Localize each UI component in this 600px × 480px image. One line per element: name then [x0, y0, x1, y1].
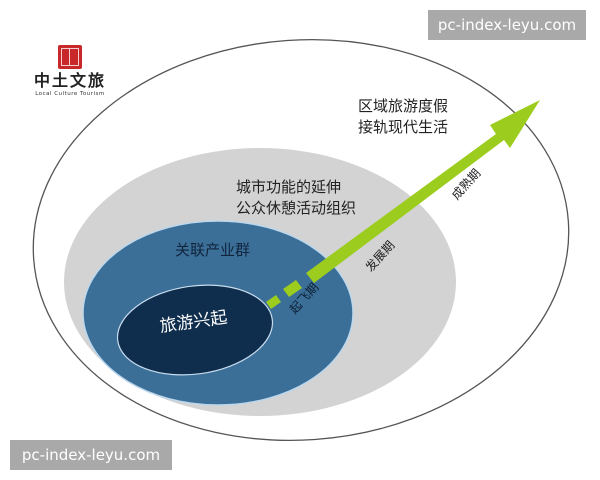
arrow-dashes [266, 280, 302, 309]
outer-layer-label: 区域旅游度假 接轨现代生活 [358, 96, 448, 138]
blue-layer-label: 关联产业群 [175, 241, 251, 259]
gray-label-line1: 城市功能的延伸 [236, 178, 342, 196]
watermark-bottom: pc-index-leyu.com [10, 440, 172, 470]
seal-icon [58, 45, 82, 69]
logo: 中土文旅 Local Culture Tourism [28, 45, 112, 97]
watermark-top: pc-index-leyu.com [428, 10, 586, 40]
gray-layer-label: 城市功能的延伸 公众休憩活动组织 [236, 177, 356, 219]
gray-label-line2: 公众休憩活动组织 [236, 199, 357, 217]
outer-label-line2: 接轨现代生活 [358, 118, 449, 136]
growth-arrow [306, 100, 540, 283]
outer-label-line1: 区域旅游度假 [358, 97, 449, 115]
core-ellipse [116, 284, 274, 376]
logo-name-cn: 中土文旅 [33, 71, 106, 90]
logo-name-en: Local Culture Tourism [35, 91, 105, 97]
